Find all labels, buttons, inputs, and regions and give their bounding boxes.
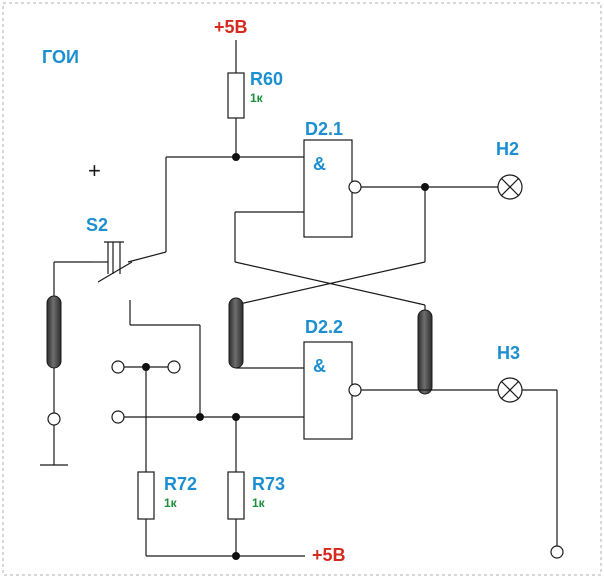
switch-s2-blade: [97, 261, 133, 283]
wire-cross-b: [234, 261, 426, 306]
plus-mark: +: [88, 158, 101, 183]
junction-switch-rail: [196, 413, 204, 421]
gate-d22-inverter: [348, 383, 362, 397]
lamp-h3-cross-b: [500, 380, 520, 400]
junction-r72-top: [142, 363, 150, 371]
junction-r73-top: [232, 413, 240, 421]
r72-value: 1к: [164, 496, 178, 510]
power-label-bottom: +5В: [312, 545, 346, 565]
junction-bottom-rail: [232, 552, 240, 560]
resistor-r60: [227, 72, 245, 119]
terminal-top-left: [111, 360, 125, 374]
cable-left: [46, 295, 62, 369]
r60-label: R60: [250, 69, 283, 89]
junction-d21-out: [421, 183, 429, 191]
junction-top: [232, 153, 240, 161]
cable-right: [417, 309, 433, 395]
terminal-bottom-left: [111, 410, 125, 424]
h2-label: H2: [496, 139, 519, 159]
r73-value: 1к: [252, 496, 266, 510]
gate-d22: [303, 341, 353, 440]
gate-d21-inverter: [348, 180, 362, 194]
resistor-r72: [137, 471, 155, 520]
gate-d21-symbol: &: [313, 154, 326, 174]
terminal-h3: [550, 545, 564, 559]
d21-label: D2.1: [305, 119, 343, 139]
resistor-r73: [227, 471, 245, 520]
gate-d22-symbol: &: [313, 356, 326, 376]
r60-value: 1к: [250, 91, 264, 105]
cable-middle: [228, 297, 244, 369]
h3-label: H3: [497, 343, 520, 363]
frame-label: ГОИ: [42, 47, 79, 67]
switch-s2-contact-right: [127, 251, 167, 263]
r72-label: R72: [164, 474, 197, 494]
power-label-top: +5В: [214, 17, 248, 37]
d22-label: D2.2: [305, 317, 343, 337]
r73-label: R73: [252, 474, 285, 494]
terminal-top-right: [167, 360, 181, 374]
lamp-h2-cross-b: [500, 177, 520, 197]
s2-label: S2: [86, 215, 108, 235]
gate-d21: [303, 139, 353, 238]
terminal-left: [47, 412, 61, 426]
